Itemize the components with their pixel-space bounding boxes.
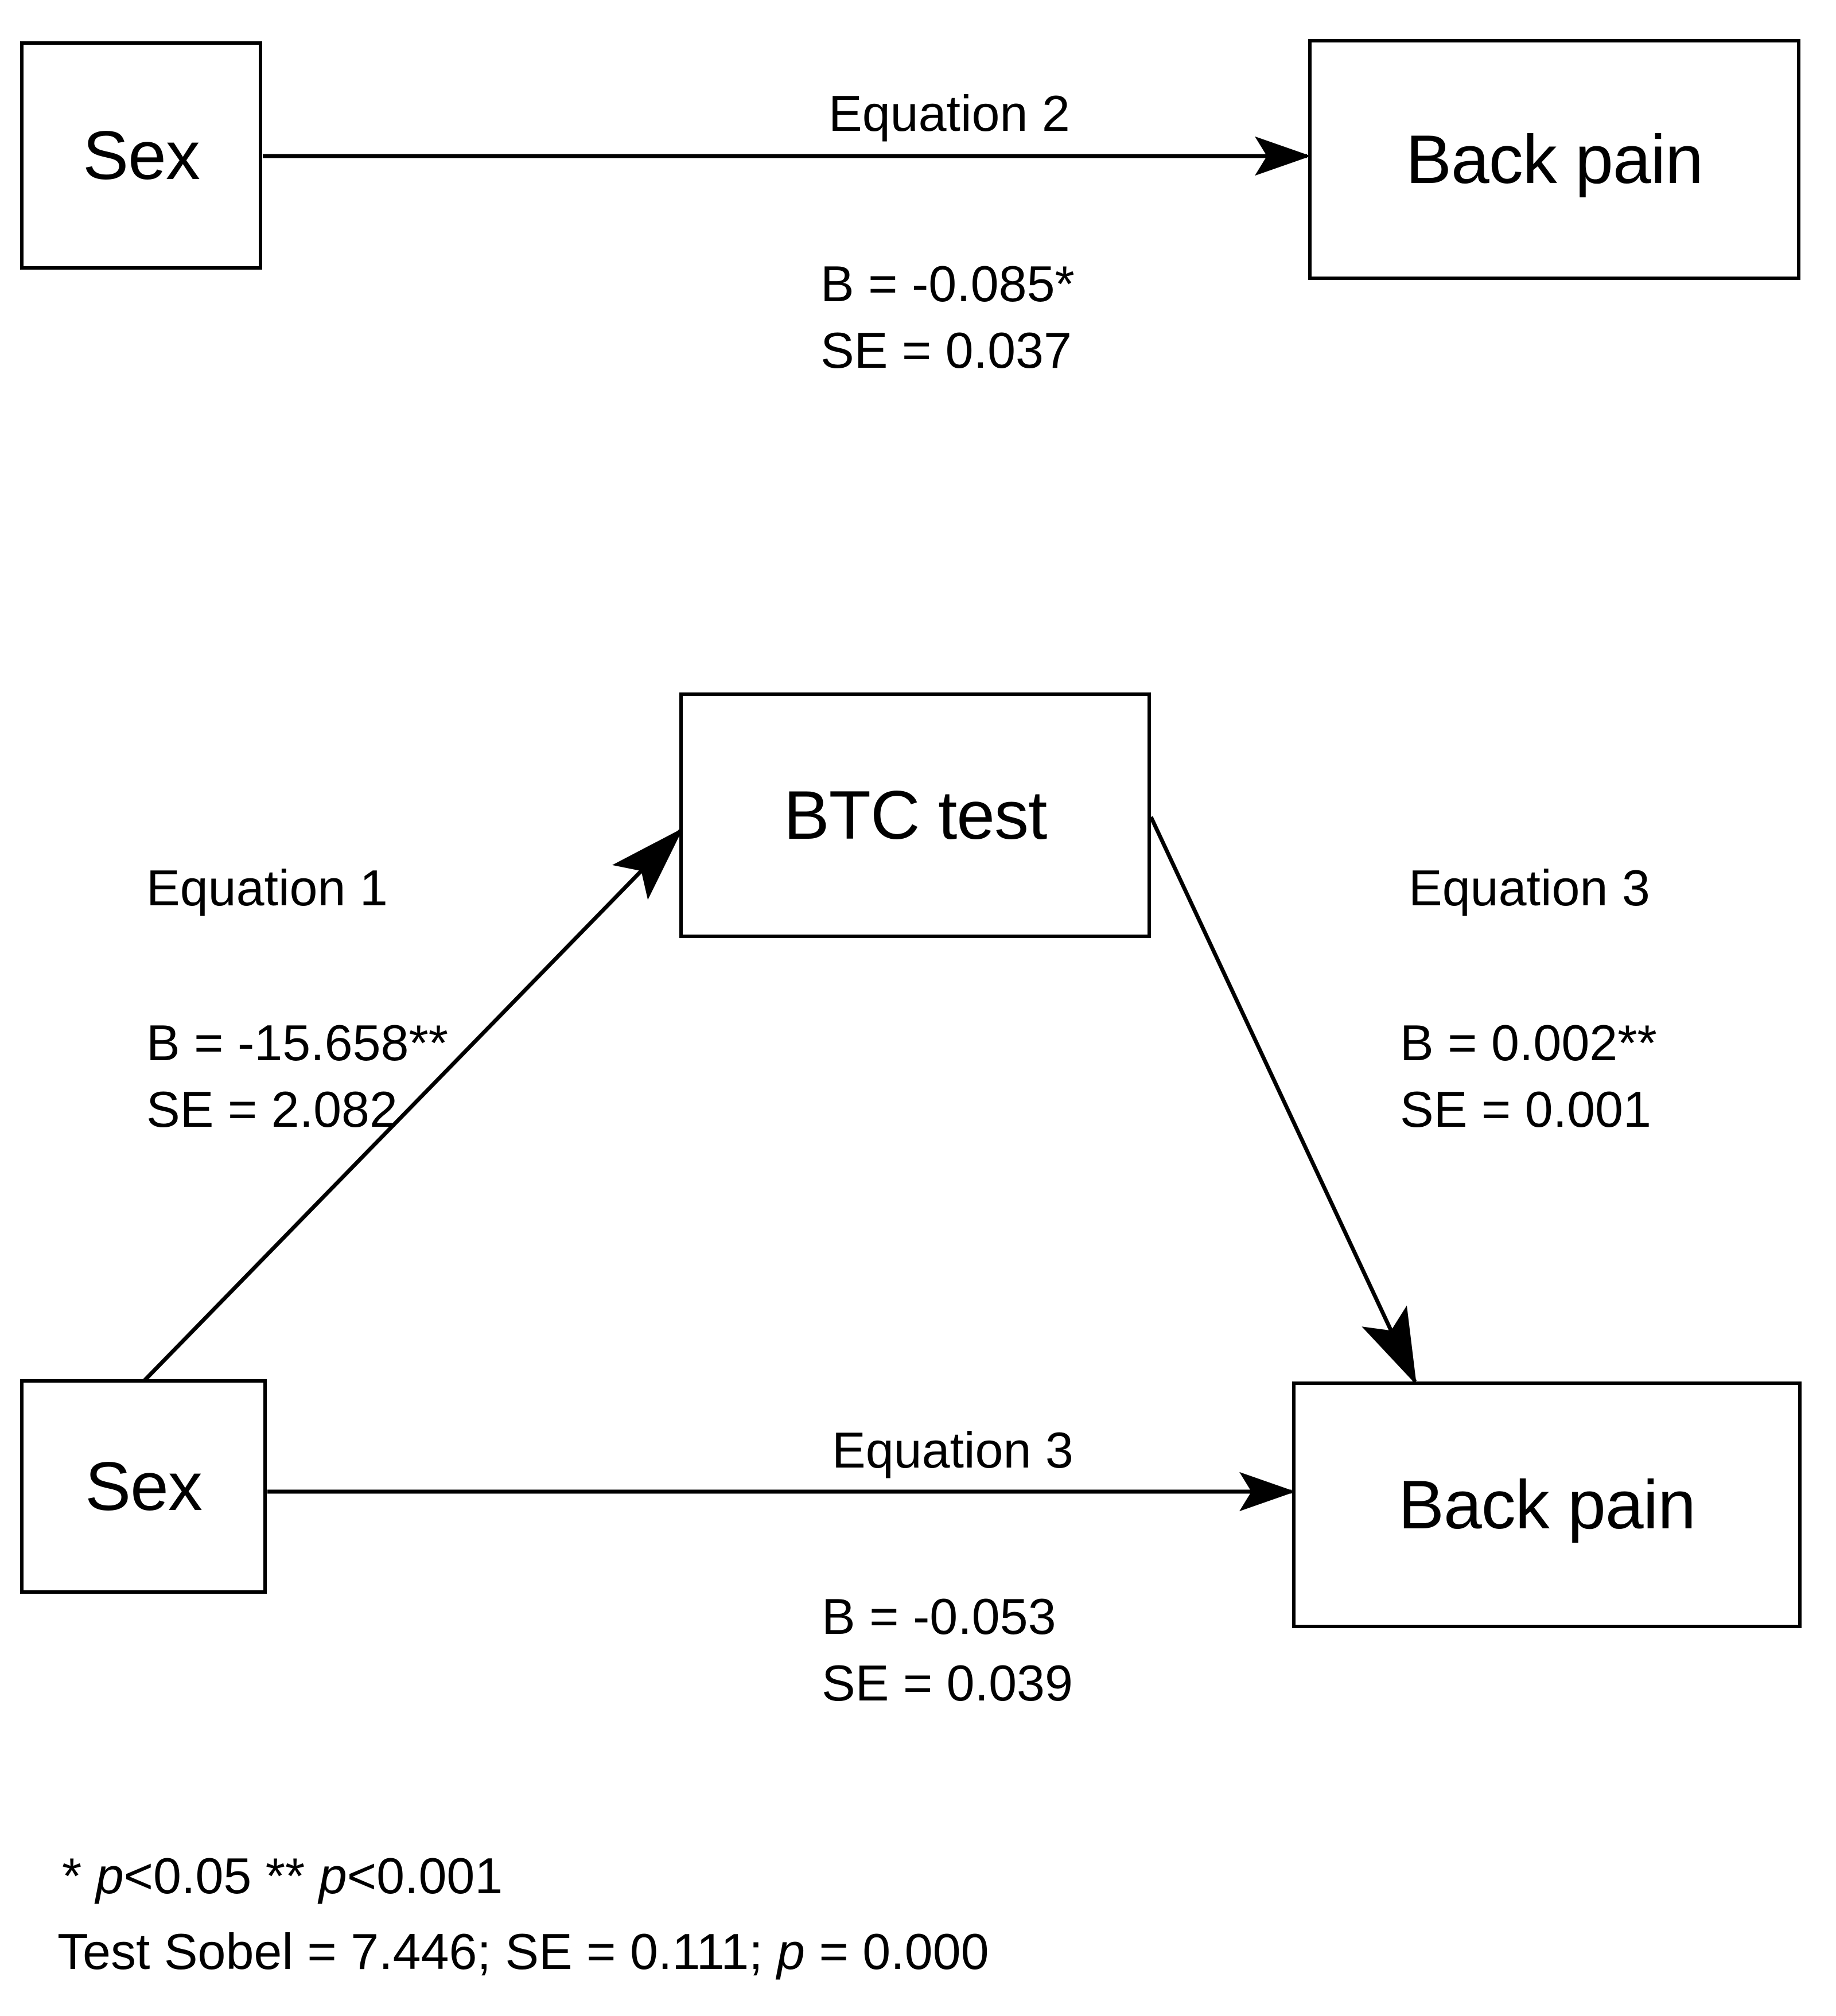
footnote-dstar-symbol: **: [265, 1847, 319, 1904]
node-sex-bottom[interactable]: Sex: [20, 1379, 267, 1594]
edge-stat-se-a-path: SE = 2.082: [146, 1081, 398, 1138]
footnote-sobel-prefix: Test Sobel = 7.446; SE = 0.111;: [57, 1923, 777, 1980]
edge-stat-se-total: SE = 0.037: [820, 322, 1072, 379]
edge-stat-b-direct: B = -0.053: [822, 1588, 1056, 1645]
footnote-star-p: p: [95, 1847, 124, 1904]
edge-stat-se-direct: SE = 0.039: [822, 1655, 1073, 1712]
edge-stat-b-total: B = -0.085*: [820, 255, 1075, 312]
node-back-pain-top-label: Back pain: [1406, 121, 1703, 198]
node-btc-test[interactable]: BTC test: [679, 692, 1151, 938]
edge-stat-se-b-path: SE = 0.001: [1400, 1081, 1651, 1138]
node-sex-top-label: Sex: [83, 117, 200, 194]
edge-stats-a-path: B = -15.658** SE = 2.082: [146, 1010, 448, 1143]
edge-stat-b-b-path: B = 0.002**: [1400, 1014, 1657, 1071]
edge-label-equation-3-b: Equation 3: [1409, 859, 1650, 916]
footnote-dstar-value: <0.001: [347, 1847, 503, 1904]
node-sex-top[interactable]: Sex: [20, 41, 262, 270]
edge-stats-total-effect: B = -0.085* SE = 0.037: [820, 251, 1075, 384]
edge-label-equation-1: Equation 1: [146, 859, 388, 916]
footnote-sobel-suffix: = 0.000: [805, 1923, 989, 1980]
edge-label-equation-3-direct: Equation 3: [832, 1422, 1073, 1478]
node-btc-test-label: BTC test: [783, 777, 1048, 854]
edge-stat-b-a-path: B = -15.658**: [146, 1014, 448, 1071]
edge-stats-b-path: B = 0.002** SE = 0.001: [1400, 1010, 1657, 1143]
edge-b-path: [1149, 816, 1417, 1385]
footnote-sobel-p: p: [777, 1923, 805, 1980]
node-back-pain-top[interactable]: Back pain: [1308, 39, 1800, 280]
edge-stats-direct-effect: B = -0.053 SE = 0.039: [822, 1583, 1073, 1717]
node-sex-bottom-label: Sex: [85, 1448, 203, 1525]
footnote-star-symbol: *: [62, 1847, 96, 1904]
node-back-pain-bottom-label: Back pain: [1398, 1466, 1696, 1543]
footnote-sobel-test: Test Sobel = 7.446; SE = 0.111; p = 0.00…: [57, 1915, 989, 1988]
node-back-pain-bottom[interactable]: Back pain: [1292, 1381, 1802, 1628]
footnote-star-value: <0.05: [123, 1847, 266, 1904]
footnote-significance: * p<0.05 ** p<0.001: [62, 1839, 503, 1913]
footnote-dstar-p: p: [318, 1847, 347, 1904]
edge-label-equation-2: Equation 2: [828, 85, 1070, 142]
